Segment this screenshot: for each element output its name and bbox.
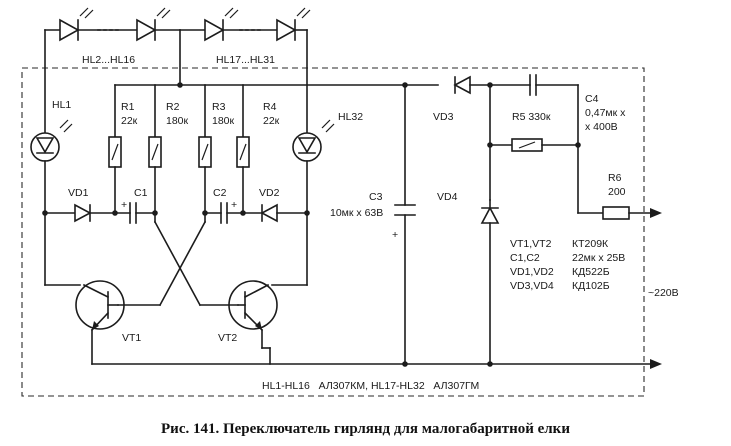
label-vt1: VT1 <box>122 332 141 344</box>
label-c4: C4 <box>585 93 599 105</box>
figure-caption: Рис. 141. Переключатель гирлянд для мало… <box>161 421 570 437</box>
parts-table: VT1,VT2 КТ209К C1,C2 22мк х 25В VD1,VD2 … <box>510 238 625 292</box>
capacitor-c2 <box>220 202 228 224</box>
label-vd3: VD3 <box>433 111 454 123</box>
resistor-r5 <box>511 138 543 152</box>
diode-vd1 <box>74 203 92 223</box>
label-led-types: HL1-HL16 АЛ307КМ, HL17-HL32 АЛ307ГМ <box>262 380 479 392</box>
diode-vd3 <box>453 75 471 95</box>
parts-ref: VD1,VD2 <box>510 266 554 278</box>
parts-type: 22мк х 25В <box>572 252 625 264</box>
label-vd2: VD2 <box>259 187 280 199</box>
diode-vd2 <box>260 203 278 223</box>
label-vd1: VD1 <box>68 187 89 199</box>
transistor-vt2 <box>228 280 278 332</box>
parts-type: КТ209К <box>572 238 609 250</box>
label-hl1: HL1 <box>52 99 71 111</box>
board-outline <box>21 67 645 397</box>
label-r2-value: 180к <box>166 115 189 127</box>
label-hl2-hl16: HL2...HL16 <box>82 54 135 66</box>
label-r4: R4 <box>263 101 277 113</box>
transistor-vt1 <box>75 280 125 332</box>
label-c3-value: 10мк х 63В <box>330 207 383 219</box>
parts-ref: VD3,VD4 <box>510 280 554 292</box>
label-c3: C3 <box>369 191 383 203</box>
label-r1: R1 <box>121 101 135 113</box>
parts-type: КД102Б <box>572 280 610 292</box>
resistor-r2 <box>148 84 162 223</box>
resistor-r6 <box>602 206 630 220</box>
label-c4-value-2: х 400В <box>585 121 618 133</box>
parts-ref: C1,C2 <box>510 252 540 264</box>
label-supply-voltage: ~220В <box>648 287 679 299</box>
label-r4-value: 22к <box>263 115 280 127</box>
capacitor-c1 <box>129 202 137 224</box>
resistor-r4 <box>236 84 250 214</box>
capacitor-c3 <box>394 84 416 365</box>
label-r6-value: 200 <box>608 186 626 198</box>
label-c3-plus: + <box>392 229 398 241</box>
capacitor-c4 <box>529 74 537 96</box>
resistor-r3 <box>198 84 212 223</box>
label-r2: R2 <box>166 101 180 113</box>
resistor-r1 <box>108 84 122 214</box>
label-hl32: HL32 <box>338 111 363 123</box>
diode-vd4 <box>480 206 500 224</box>
led-string-hl17-hl31 <box>179 7 311 42</box>
label-r3-value: 180к <box>212 115 235 127</box>
label-r3: R3 <box>212 101 226 113</box>
parts-type: КД522Б <box>572 266 610 278</box>
label-c1-plus: + <box>121 199 127 211</box>
led-hl32 <box>292 119 335 162</box>
label-c2-plus: + <box>231 199 237 211</box>
label-r6: R6 <box>608 172 622 184</box>
label-r1-value: 22к <box>121 115 138 127</box>
parts-ref: VT1,VT2 <box>510 238 552 250</box>
output-arrow-bottom <box>650 359 662 369</box>
label-c4-value-1: 0,47мк х <box>585 107 626 119</box>
output-arrow-top <box>650 208 662 218</box>
label-vt2: VT2 <box>218 332 237 344</box>
label-c1: C1 <box>134 187 148 199</box>
label-hl17-hl31: HL17...HL31 <box>216 54 275 66</box>
led-string-hl2-hl16 <box>44 7 181 42</box>
led-hl1 <box>30 119 73 162</box>
label-vd4: VD4 <box>437 191 458 203</box>
label-r5: R5 330к <box>512 111 551 123</box>
label-c2: C2 <box>213 187 227 199</box>
